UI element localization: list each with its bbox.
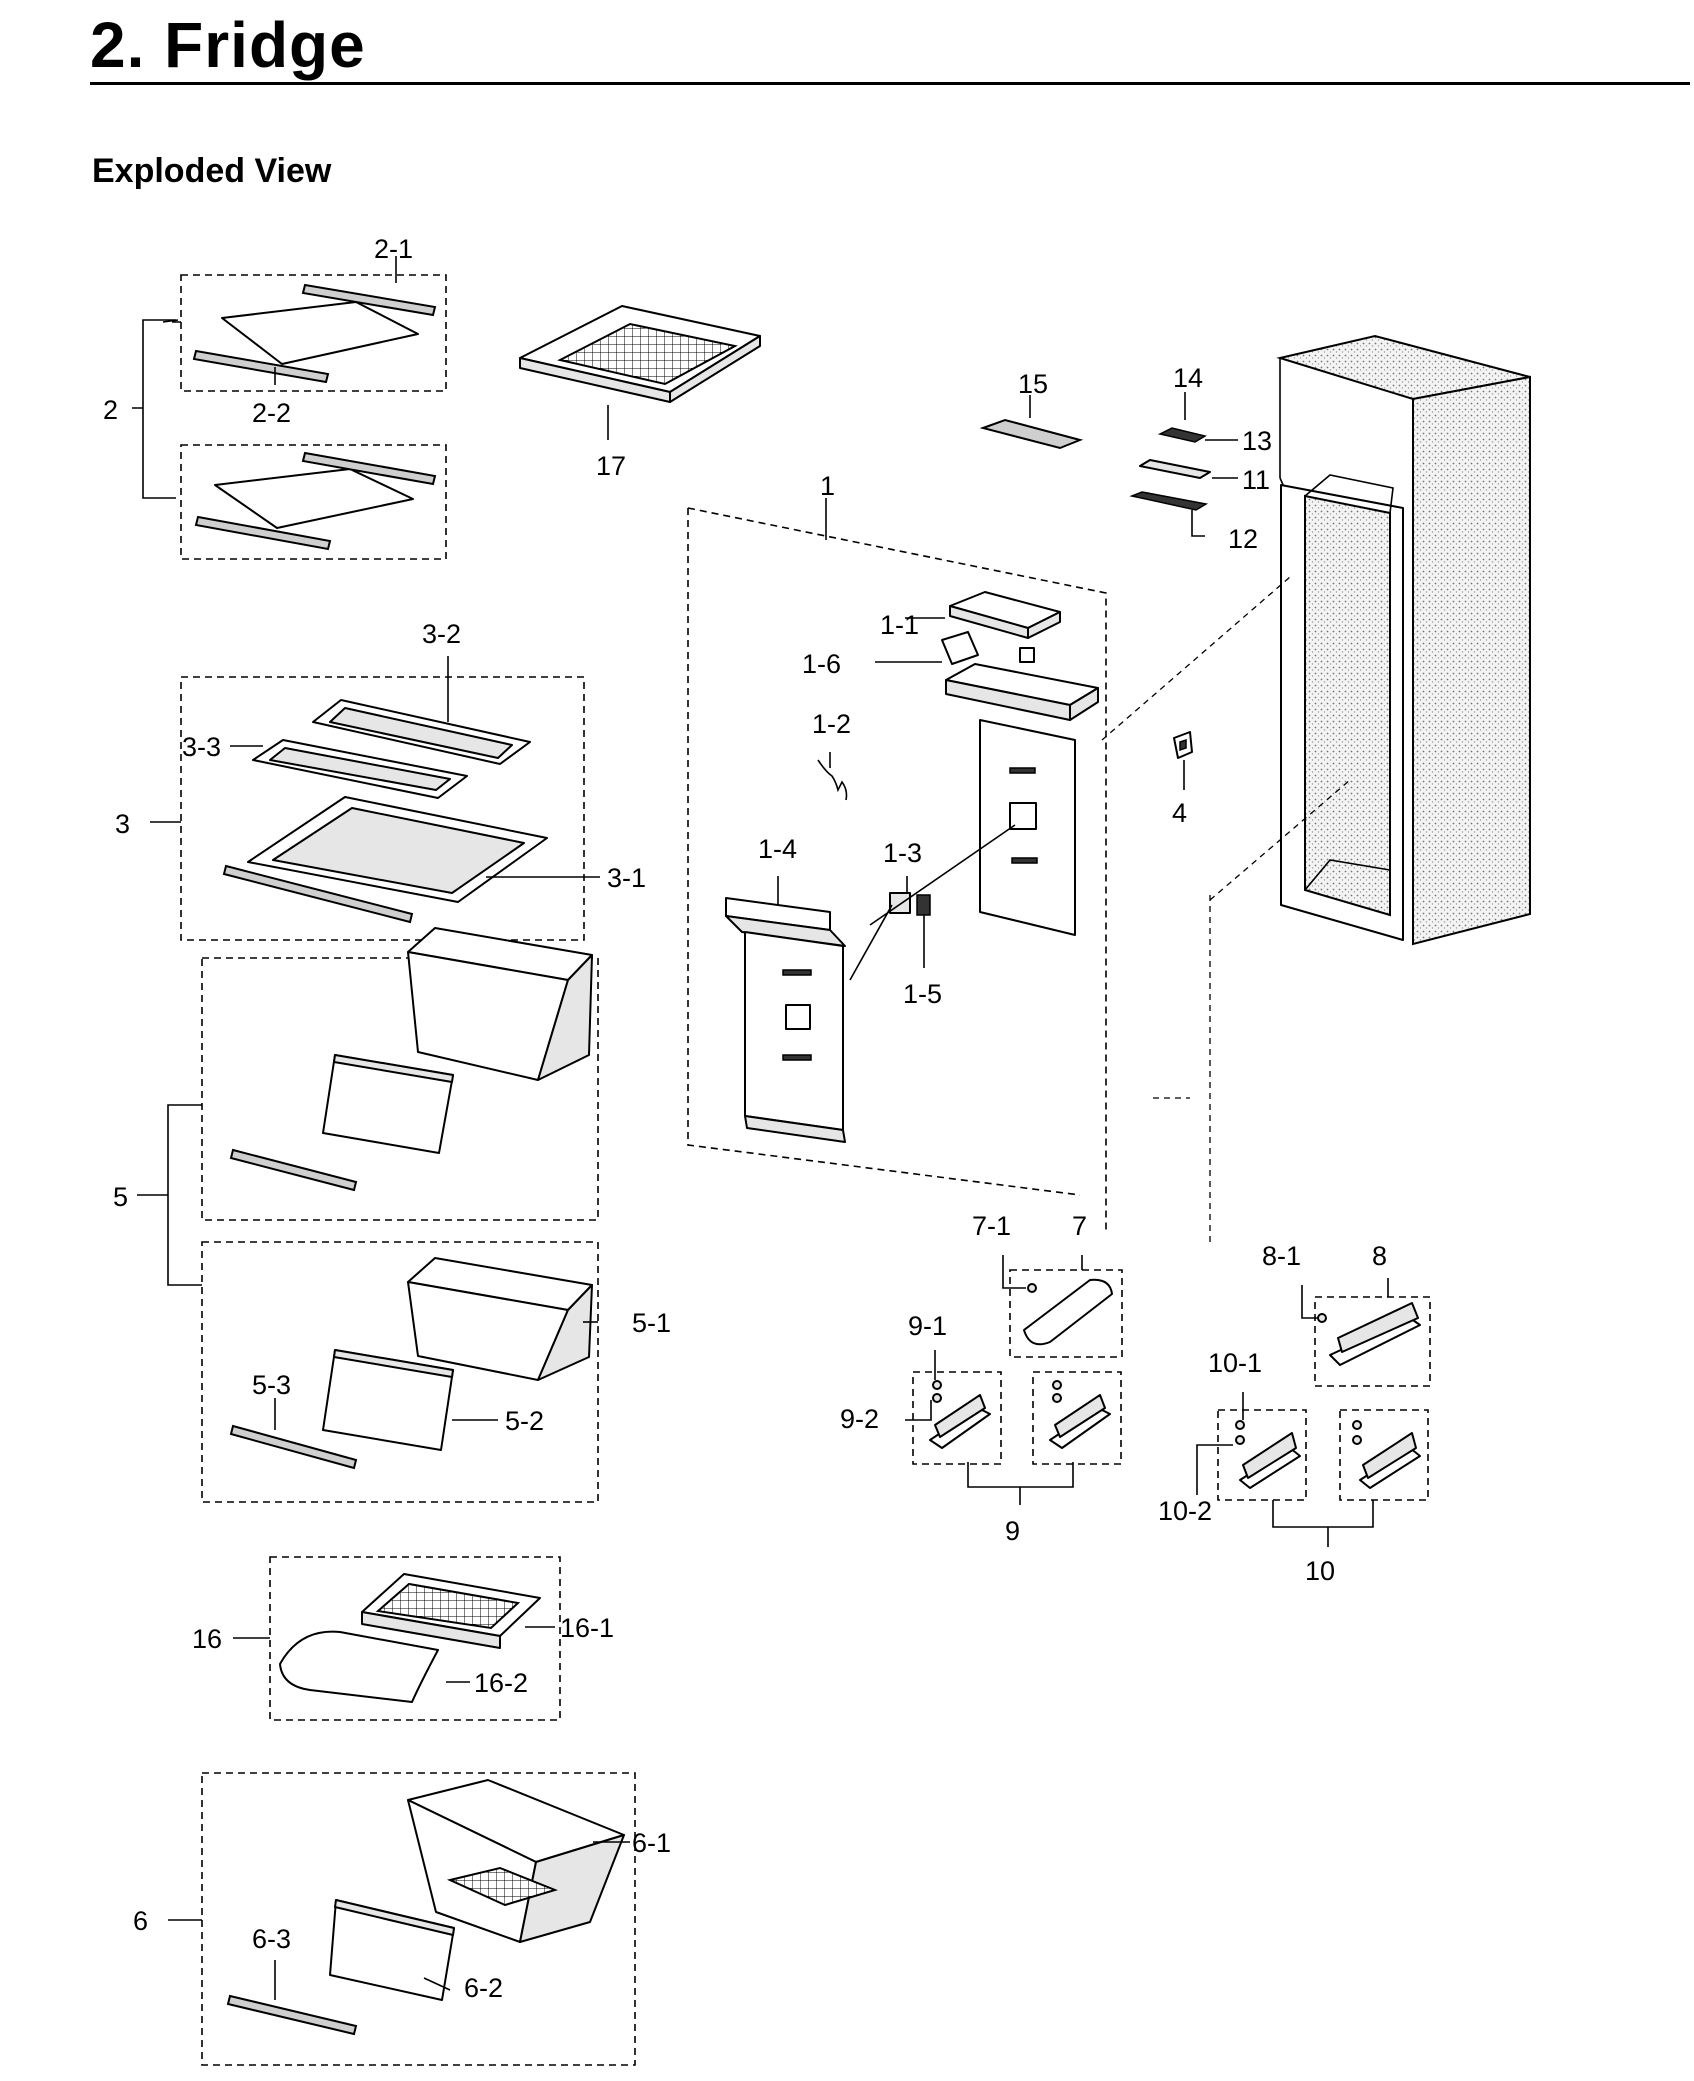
callout-5-1: 5-1 [632,1308,671,1338]
fridge-cabinet [1101,334,1531,1245]
part-group-16 [233,1556,561,1721]
part-group-7 [1002,1255,1123,1358]
panel-window-right [1009,802,1037,830]
callout-2: 2 [103,395,118,425]
part-group-8 [1301,1278,1431,1387]
callout-1-5: 1-5 [903,979,942,1009]
callout-17: 17 [596,451,626,481]
callout-5-2: 5-2 [505,1406,544,1436]
callout-7-1: 7-1 [972,1211,1011,1241]
shelf-glass-upper [221,301,419,365]
callout-3: 3 [115,809,130,839]
callout-15: 15 [1018,369,1048,399]
callout-8: 8 [1372,1241,1387,1271]
callout-11: 11 [1242,465,1270,495]
callout-2-2: 2-2 [252,398,291,428]
callout-16-1: 16-1 [560,1613,614,1643]
callout-2-1: 2-1 [374,234,413,264]
part-group-5 [137,927,599,1503]
callout-1: 1 [820,471,835,501]
part-group-17 [519,305,761,440]
page-title: 2. Fridge [90,9,366,81]
callout-1-2: 1-2 [812,709,851,739]
callout-1-3: 1-3 [883,838,922,868]
callout-3-1: 3-1 [607,863,646,893]
callout-5-3: 5-3 [252,1370,291,1400]
part-group-10 [1196,1392,1429,1547]
callout-5: 5 [113,1182,128,1212]
callout-3-2: 3-2 [422,619,461,649]
callout-10: 10 [1305,1556,1335,1586]
callout-13: 13 [1242,426,1272,456]
callout-6: 6 [133,1906,148,1936]
part-group-2 [132,256,447,560]
callout-10-2: 10-2 [1158,1496,1212,1526]
callout-6-1: 6-1 [632,1828,671,1858]
part-4 [1173,731,1193,790]
part-group-hinge [979,392,1238,537]
shelf-rail-2-1 [301,283,437,317]
callout-6-2: 6-2 [464,1973,503,2003]
callout-16: 16 [192,1624,222,1654]
part-group-3 [150,656,600,941]
callout-8-1: 8-1 [1262,1241,1301,1271]
callout-9: 9 [1005,1516,1020,1546]
panel-window-left [785,1004,811,1030]
callout-1-4: 1-4 [758,834,797,864]
callout-10-1: 10-1 [1208,1348,1262,1378]
callout-1-1: 1-1 [880,610,919,640]
part-group-6 [168,1772,636,2066]
shelf-rail-2-2 [192,349,330,384]
callout-9-1: 9-1 [908,1311,947,1341]
callout-3-3: 3-3 [182,732,221,762]
callout-7: 7 [1072,1211,1087,1241]
callout-1-6: 1-6 [802,649,841,679]
callout-9-2: 9-2 [840,1404,879,1434]
callout-16-2: 16-2 [474,1668,528,1698]
title-rule [90,82,1690,85]
part-group-1 [687,498,1107,1232]
section-subtitle: Exploded View [92,152,332,190]
part-group-9 [905,1350,1122,1505]
callout-12: 12 [1228,524,1258,554]
callout-labels: 2-1 2-2 2 17 1 15 14 13 11 12 1-1 1-6 1-… [103,234,1387,2003]
callout-4: 4 [1172,798,1187,828]
callout-6-3: 6-3 [252,1924,291,1954]
callout-14: 14 [1173,363,1203,393]
